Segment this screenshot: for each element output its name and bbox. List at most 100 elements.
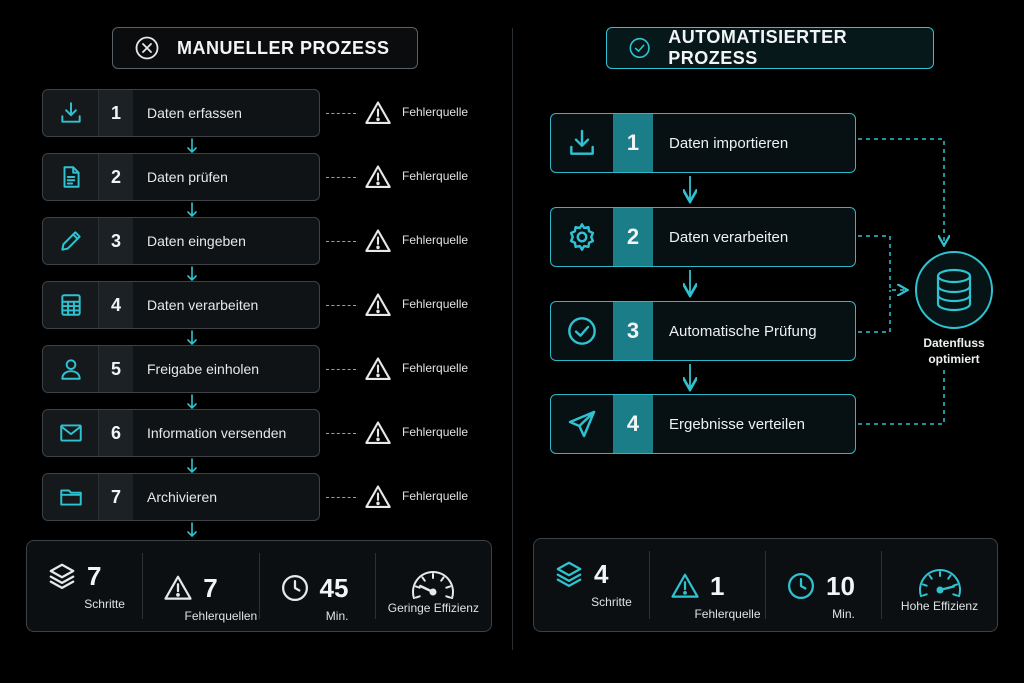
db-connector-2 [858,235,906,290]
warning-icon [365,357,391,380]
manual-step-icon [43,410,99,456]
stat-icon-wrap [280,573,310,608]
error-connector [326,497,356,498]
stat-icon-wrap [554,559,584,594]
stat-warning: 7 Fehlerquellen [142,553,258,623]
stat-value: 10 [826,571,855,601]
manual-step-label: Daten verarbeiten [147,297,259,313]
manual-step-icon [43,90,99,136]
manual-step-label: Daten prüfen [147,169,228,185]
gauge-low-icon [412,571,455,600]
warning-icon [364,99,392,132]
auto-title: AUTOMATISIERTER PROZESS [606,27,934,69]
manual-step-icon [43,154,99,200]
manual-step-number: 3 [99,218,133,264]
manual-step-label: Archivieren [147,489,218,505]
db-connector-3 [858,290,891,333]
manual-title: MANUELLER PROZESS [112,27,418,69]
auto-title-text: AUTOMATISIERTER PROZESS [668,27,848,68]
stat-label: Min. [832,607,855,621]
error-connector [326,241,356,242]
manual-flow-arrow [186,330,198,351]
stat-label: Fehlerquelle [694,607,761,621]
stat-icon-wrap [786,571,816,606]
stat-gauge-high: Hohe Effizienz [881,551,997,619]
manual-step: 6 Information versenden [42,409,320,457]
gear-icon [569,223,595,251]
manual-step: 4 Daten verarbeiten [42,281,320,329]
auto-step-label: Ergebnisse verteilen [669,415,805,433]
clock-icon [281,575,308,601]
manual-step-icon [43,282,99,328]
clock-icon [788,573,814,599]
stat-layers: 7 Schritte [27,541,142,631]
stat-icon-wrap [163,573,193,608]
manual-flow-arrow [186,138,198,159]
auto-step: 2 Daten verarbeiten [550,207,856,267]
manual-step-label: Daten erfassen [147,105,242,121]
auto-stats: 4 Schritte 1 Fehlerquelle 10 Min. Hohe E… [533,538,998,632]
manual-step-label: Daten eingeben [147,233,246,249]
stat-value: 7 [203,573,218,603]
gauge-icon-wrap [915,563,965,602]
folder-icon [59,489,82,506]
stat-label: Hohe Effizienz [900,599,979,613]
manual-step: 2 Daten prüfen [42,153,320,201]
manual-step: 7 Archivieren [42,473,320,521]
warning-icon [365,101,391,124]
manual-title-text: MANUELLER PROZESS [177,37,390,58]
manual-step-icon [43,474,99,520]
error-source-label: Fehlerquelle [402,425,469,439]
warning-icon [365,421,391,444]
warning-icon [365,165,391,188]
stat-warning: 1 Fehlerquelle [649,551,765,621]
manual-flow-arrow [186,522,198,543]
manual-step-number: 7 [99,474,133,520]
gauge-high-icon [918,569,961,598]
stat-value: 7 [87,561,102,591]
manual-flow-arrow [186,394,198,415]
manual-step-number: 5 [99,346,133,392]
user-icon [60,359,81,380]
manual-step-icon [43,346,99,392]
stat-value: 1 [710,571,725,601]
download-icon [570,129,594,155]
warning-icon [364,227,392,260]
warning-icon [364,419,392,452]
document-icon [63,166,80,188]
auto-step-number: 3 [613,302,653,360]
stat-icon-wrap [47,561,77,596]
warning-icon [671,573,699,598]
error-source-label: Fehlerquelle [402,361,469,375]
manual-step: 5 Freigabe einholen [42,345,320,393]
warning-icon [365,293,391,316]
gauge-icon-wrap [408,565,458,604]
db-connector-4 [858,368,945,425]
calculator-icon [60,294,81,316]
stat-icon-wrap [670,571,700,606]
database-icon [915,251,993,329]
warning-icon [365,229,391,252]
manual-step: 3 Daten eingeben [42,217,320,265]
manual-step-number: 6 [99,410,133,456]
stat-gauge-low: Geringe Effizienz [374,553,491,619]
auto-step-label: Automatische Prüfung [669,322,817,340]
stat-label: Min. [325,609,349,623]
layers-icon [556,561,582,587]
error-source-label: Fehlerquelle [402,233,469,247]
manual-step-icon [43,218,99,264]
error-connector [326,369,356,370]
error-connector [326,177,356,178]
auto-step-icon [551,395,613,453]
stat-clock: 45 Min. [258,553,375,623]
auto-step-icon [551,302,613,360]
stat-clock: 10 Min. [765,551,881,621]
send-icon [568,410,596,438]
download-icon [60,102,81,123]
manual-stats: 7 Schritte 7 Fehlerquellen 45 Min. Gerin… [26,540,492,632]
auto-step: 1 Daten importieren [550,113,856,173]
auto-step-label: Daten verarbeiten [669,228,789,246]
manual-step: 1 Daten erfassen [42,89,320,137]
auto-step: 3 Automatische Prüfung [550,301,856,361]
column-divider [512,28,513,650]
